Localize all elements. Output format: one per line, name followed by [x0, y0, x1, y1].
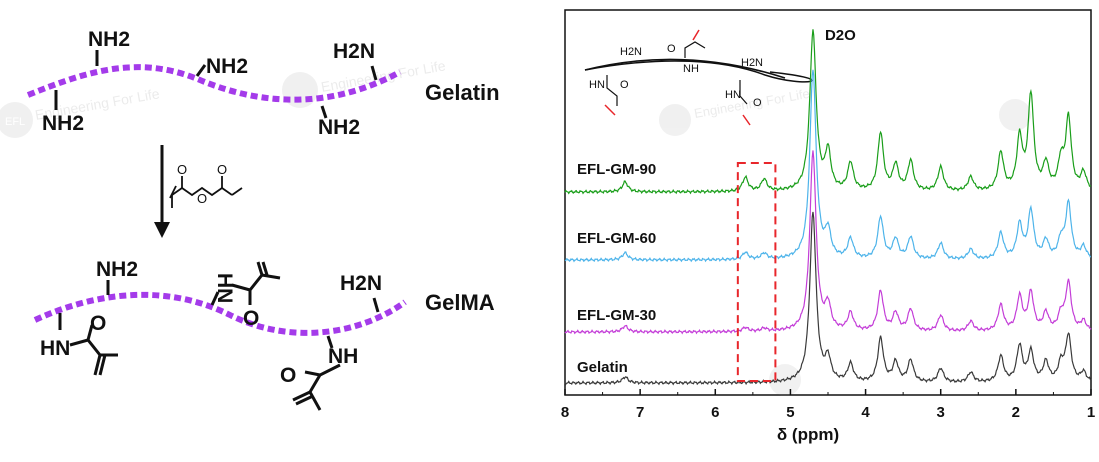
gelma-amide: HN	[40, 337, 70, 360]
x-tick-label: 7	[636, 404, 644, 421]
reagent-oxygen: O	[177, 162, 187, 177]
svg-text:Engineering For Life: Engineering For Life	[693, 86, 811, 121]
reagent-oxygen: O	[197, 191, 207, 206]
x-tick-label: 8	[561, 404, 569, 421]
gelma-side-chains	[58, 280, 380, 349]
gelatin-amine: NH2	[42, 112, 84, 135]
series-label: EFL-GM-30	[577, 307, 656, 324]
methacrylic-anhydride	[169, 176, 243, 208]
series-label: EFL-GM-90	[577, 161, 656, 178]
x-tick-label: 4	[861, 404, 870, 421]
gelma-backbone	[33, 291, 407, 336]
gelma-amide: HN	[213, 273, 236, 303]
series-label: EFL-GM-60	[577, 230, 656, 247]
gelatin-amine: NH2	[206, 55, 248, 78]
watermark: Engineering For Life	[659, 86, 1031, 396]
watermark-logo: EFL	[5, 116, 25, 128]
methacryloyl-groups	[69, 261, 341, 411]
gelma-amine: H2N	[340, 272, 382, 295]
gelatin-backbone	[26, 64, 402, 103]
series-line-efl-gm-30	[564, 150, 1092, 335]
gelatin-amine: NH2	[88, 28, 130, 51]
nmr-chart: H2N H2N NH HN HN O O O Engineering For L…	[561, 9, 1095, 444]
carbonyl-oxygen: O	[243, 307, 259, 330]
x-tick-label: 5	[786, 404, 794, 421]
x-tick-label: 3	[937, 404, 945, 421]
annotation-label: D2O	[825, 27, 856, 44]
gelatin-label: Gelatin	[425, 80, 500, 105]
gelatin-amine: NH2	[318, 116, 360, 139]
gelatin-side-chains	[54, 50, 378, 119]
inset-label: HN	[725, 89, 741, 101]
highlight-box	[736, 162, 777, 382]
series-line-efl-gm-60	[564, 69, 1092, 263]
gelatin-amine: H2N	[333, 40, 375, 63]
reaction-arrow	[154, 145, 170, 238]
gelma-label: GelMA	[425, 290, 495, 315]
gelma-amide: NH	[328, 345, 358, 368]
inset-label: HN	[589, 79, 605, 91]
inset-label: O	[620, 79, 629, 91]
reagent-oxygen: O	[217, 162, 227, 177]
x-tick-label: 6	[711, 404, 719, 421]
carbonyl-oxygen: O	[280, 364, 296, 387]
x-tick-label: 2	[1012, 404, 1020, 421]
inset-label: H2N	[620, 46, 642, 58]
inset-label: O	[667, 43, 676, 55]
reaction-scheme: EFL Engineering For Life Engineering For…	[0, 28, 500, 411]
inset-label: NH	[683, 63, 699, 75]
series-line-efl-gm-90	[564, 29, 1092, 195]
x-tick-label: 1	[1087, 404, 1095, 421]
carbonyl-oxygen: O	[90, 312, 106, 335]
inset-label: O	[753, 97, 762, 109]
inset-label: H2N	[741, 57, 763, 69]
series-label: Gelatin	[577, 359, 628, 376]
plot-frame	[564, 9, 1092, 396]
x-axis-label: δ (ppm)	[777, 425, 839, 444]
gelma-amine: NH2	[96, 258, 138, 281]
series-line-gelatin	[564, 211, 1092, 386]
